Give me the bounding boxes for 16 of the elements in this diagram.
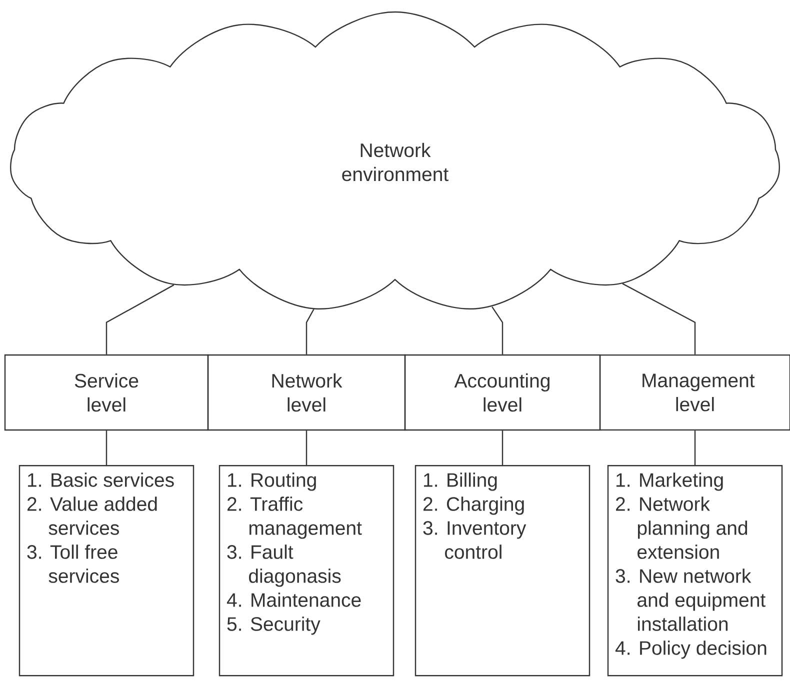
list-box: 1. Routing 2. Traffic management 3. Fault diagonasis 4. Maintenance 5. Security [218,465,394,676]
level-box: Network level [207,354,406,431]
connector-line [306,430,308,465]
list-box: 1. Basic services 2. Value added services 3. Toll free services [18,465,194,676]
level-box: Accounting level [404,354,601,431]
level-box: Management level [599,354,790,431]
connector-line [106,430,108,465]
level-box: Service level [4,354,209,431]
connector-line [694,430,696,465]
list-box: 1. Billing 2. Charging 3. Inventory control [414,465,590,676]
connector-line [502,430,504,465]
connector-line [106,284,174,354]
list-box: 1. Marketing 2. Network planning and extension 3. New network and equipment installation 4. Policy decision [607,465,783,676]
connector-line [306,308,314,354]
connector-line [492,306,504,354]
connector-line [622,283,696,354]
